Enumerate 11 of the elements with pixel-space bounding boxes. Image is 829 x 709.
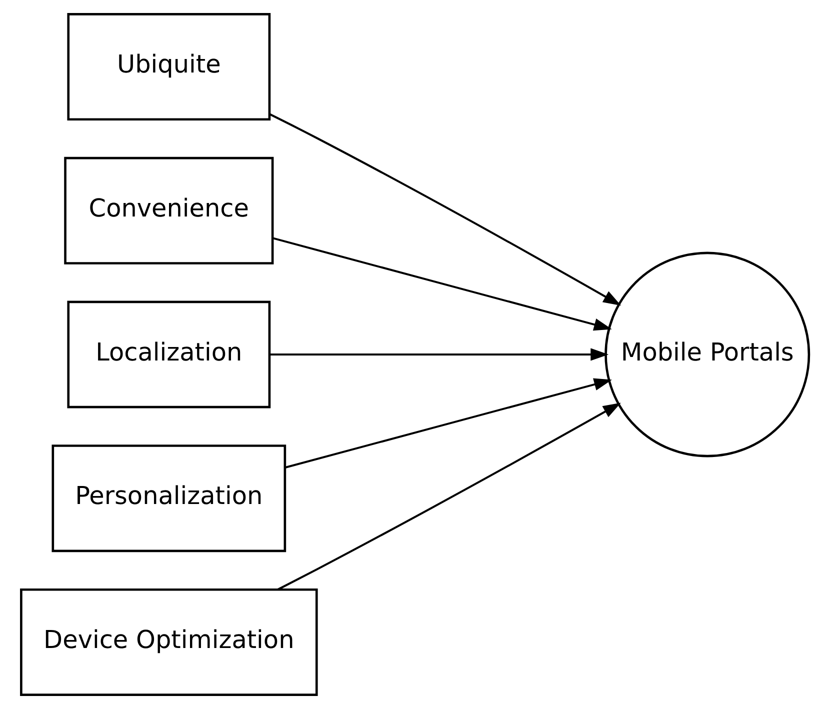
node-box: Convenience: [64, 156, 274, 264]
arrow: [268, 113, 621, 306]
node-circle: Mobile Portals: [604, 252, 810, 458]
node-box: Personalization: [51, 444, 286, 552]
node-box: Device Optimization: [20, 588, 318, 696]
arrow: [272, 237, 612, 331]
node-box: Ubiquite: [66, 13, 270, 121]
node-box: Localization: [66, 300, 270, 408]
arrow: [276, 402, 620, 590]
arrow: [284, 378, 612, 468]
arrow: [269, 348, 608, 361]
